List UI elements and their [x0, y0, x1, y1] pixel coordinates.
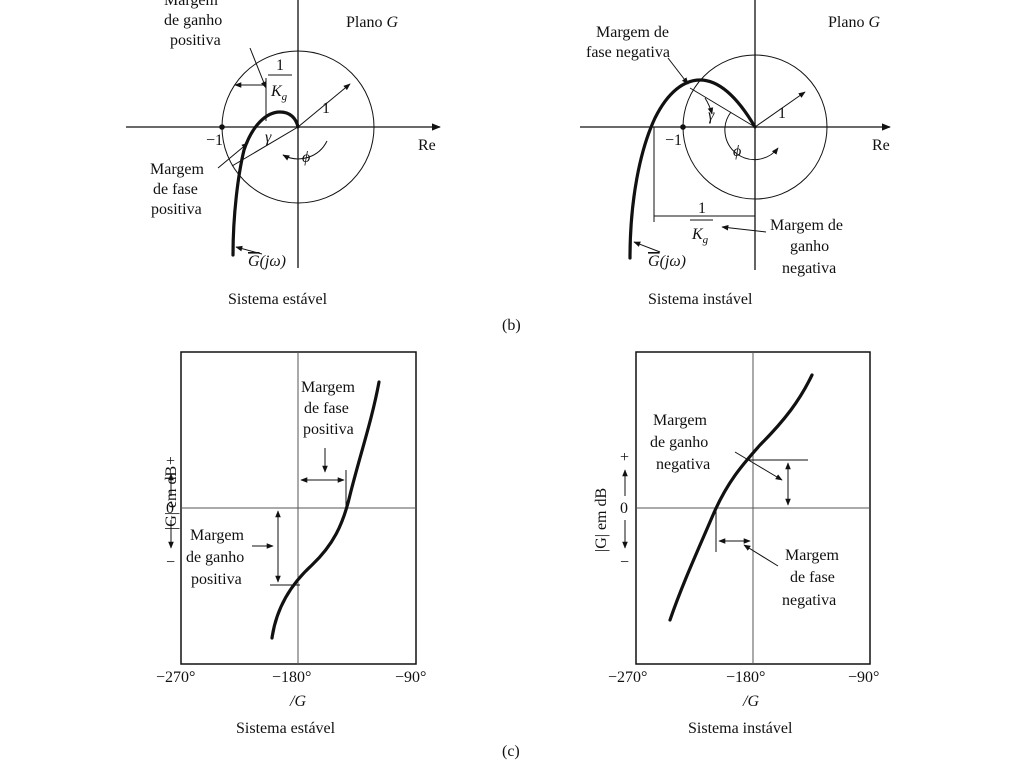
xlabel: /G: [289, 693, 306, 710]
svg-text:fase negativa: fase negativa: [586, 44, 670, 61]
x-tick: −90°: [848, 669, 879, 686]
minus-one-label: −1: [665, 132, 682, 149]
phase-margin-label: Margem de fase positiva: [301, 379, 355, 438]
svg-text:positiva: positiva: [170, 32, 221, 49]
gamma-label: γ: [708, 107, 715, 124]
caption-unstable-c: Sistema instável: [688, 720, 793, 737]
kg-numerator: 1: [276, 57, 284, 74]
gjw-pointer: [235, 245, 263, 255]
gamma-label: γ: [265, 129, 272, 146]
svg-text:negativa: negativa: [782, 592, 836, 609]
gain-margin-label: Margem de ganho positiva: [186, 527, 244, 588]
svg-text:positiva: positiva: [151, 201, 202, 218]
svg-text:Margem: Margem: [301, 379, 355, 396]
phase-crossing-line: [689, 87, 756, 128]
phi-arc: [724, 111, 779, 161]
gjw-pointer: [633, 241, 661, 253]
radius-arrow: [754, 91, 806, 128]
svg-text:Margem de: Margem de: [770, 217, 843, 234]
nyquist-curve: [628, 78, 757, 260]
xlabel: /G: [742, 693, 759, 710]
svg-text:Margem: Margem: [785, 547, 839, 564]
caption-stable-b: Sistema estável: [228, 291, 328, 308]
nichols-stable: |G| em dB + 0 − −270° −180° −90° /G Marg…: [156, 351, 426, 737]
svg-text:−: −: [620, 554, 629, 571]
svg-text:0: 0: [166, 500, 174, 517]
kg-numerator: 1: [698, 200, 706, 217]
y-axis-label: |G| em dB + 0 −: [163, 453, 180, 571]
x-tick: −180°: [726, 669, 765, 686]
svg-text:Margem: Margem: [164, 0, 218, 9]
radius-arrow: [297, 83, 351, 128]
ylabel: |G| em dB: [163, 466, 180, 530]
svg-text:positiva: positiva: [303, 421, 354, 438]
svg-text:Margem: Margem: [150, 161, 204, 178]
phase-margin-label: Margem de fase positiva: [150, 161, 204, 218]
nyquist-stable: Plano G Re −1 1 γ ϕ 1 Kg Margem de ganho…: [126, 0, 441, 308]
gain-margin-label: Margem de ganho negativa: [650, 412, 710, 473]
minus-one-point: [680, 124, 686, 130]
x-tick: −180°: [272, 669, 311, 686]
x-tick: −270°: [156, 669, 195, 686]
gjw-label: G(jω): [248, 253, 286, 270]
y-axis-label: |G| em dB + 0 −: [593, 449, 629, 571]
phase-margin-label: Margem de fase negativa: [586, 24, 670, 61]
svg-text:+: +: [620, 449, 629, 466]
svg-text:de fase: de fase: [153, 181, 198, 198]
svg-text:negativa: negativa: [782, 260, 836, 277]
re-label: Re: [872, 137, 890, 154]
unit-radius-label: 1: [322, 100, 330, 117]
phase-crossing-line: [231, 126, 299, 167]
svg-text:Margem: Margem: [190, 527, 244, 544]
gamma-arc: [704, 97, 714, 115]
phase-margin-pointer: [743, 544, 779, 567]
svg-text:0: 0: [620, 500, 628, 517]
caption-b: (b): [502, 317, 521, 334]
re-label: Re: [418, 137, 436, 154]
phase-margin-pointer: [667, 57, 689, 85]
nyquist-curve: [231, 110, 300, 257]
loop-curve: [668, 373, 814, 622]
phi-label: ϕ: [302, 149, 310, 166]
gain-margin-pointer: [249, 47, 267, 89]
phase-margin-pointer: [217, 142, 249, 169]
svg-text:Margem: Margem: [653, 412, 707, 429]
minus-one-point: [219, 124, 225, 130]
caption-c: (c): [502, 743, 520, 760]
phi-label: ϕ: [733, 143, 741, 160]
gain-margin-label: Margem de ganho negativa: [770, 217, 843, 277]
phase-margin-label: Margem de fase negativa: [782, 547, 839, 609]
x-tick: −270°: [608, 669, 647, 686]
loop-curve: [270, 380, 381, 640]
svg-text:de fase: de fase: [304, 400, 349, 417]
gain-margin-label: Margem de ganho positiva: [164, 0, 222, 49]
svg-text:positiva: positiva: [191, 571, 242, 588]
phi-arc: [282, 140, 328, 161]
ylabel: |G| em dB: [593, 488, 610, 552]
svg-text:+: +: [166, 453, 175, 470]
kg-denominator: Kg: [691, 226, 709, 246]
svg-text:−: −: [166, 554, 175, 571]
plane-label: Plano G: [346, 14, 398, 31]
kg-denominator: Kg: [270, 83, 288, 103]
minus-one-label: −1: [206, 132, 223, 149]
svg-text:de fase: de fase: [790, 569, 835, 586]
caption-unstable-b: Sistema instável: [648, 291, 753, 308]
svg-text:negativa: negativa: [656, 456, 710, 473]
plane-label: Plano G: [828, 14, 880, 31]
unit-radius-label: 1: [778, 105, 786, 122]
nichols-unstable: |G| em dB + 0 − −270° −180° −90° /G Marg…: [593, 351, 879, 737]
svg-text:de ganho: de ganho: [164, 12, 222, 29]
svg-text:de ganho: de ganho: [650, 434, 708, 451]
nyquist-unstable: Plano G Re −1 1 γ ϕ 1 Kg Margem de fase …: [580, 0, 891, 308]
x-tick: −90°: [395, 669, 426, 686]
svg-text:de ganho: de ganho: [186, 549, 244, 566]
svg-text:Margem de: Margem de: [596, 24, 669, 41]
gain-margin-pointer: [734, 451, 783, 481]
svg-text:ganho: ganho: [790, 238, 829, 255]
gjw-label: G(jω): [648, 253, 686, 270]
caption-stable-c: Sistema estável: [236, 720, 336, 737]
gain-margin-pointer: [721, 224, 767, 233]
